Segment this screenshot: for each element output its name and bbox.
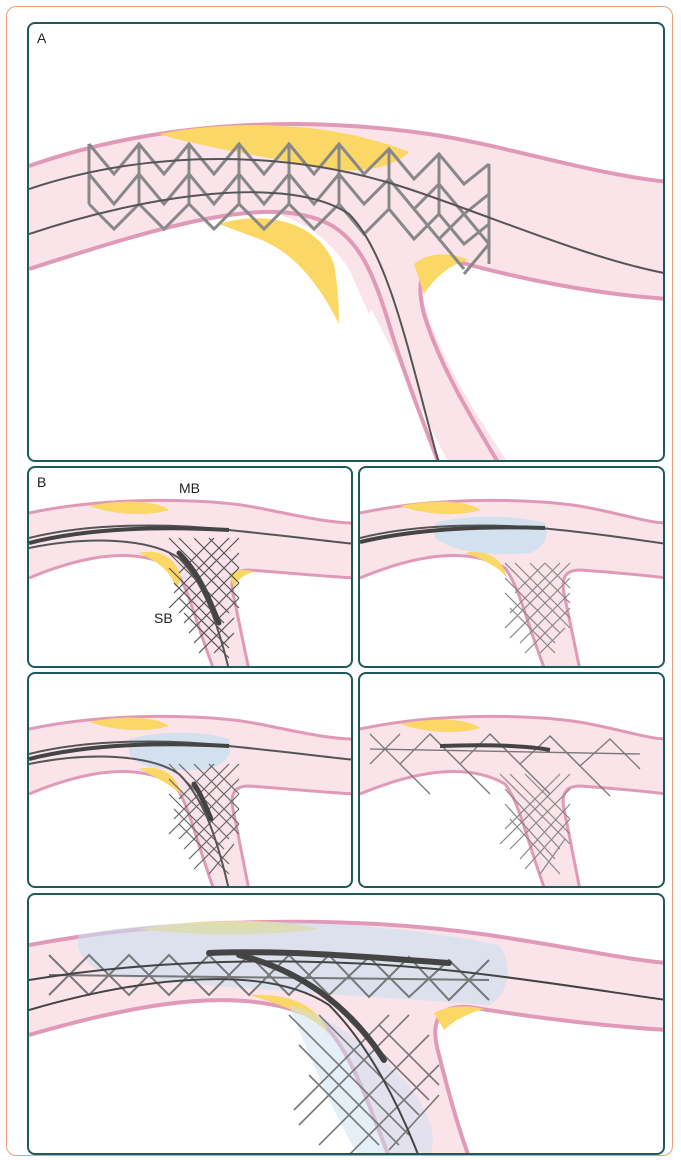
side-branch-label: SB [154,610,173,626]
panel-a-illustration [29,24,665,462]
panel-b-step-1: B MB SB [27,466,353,668]
panel-b1-illustration [29,468,353,668]
panel-b-step-5 [27,893,665,1155]
plaque-right [414,254,469,294]
main-branch-label: MB [179,480,200,496]
panel-b3-illustration [29,674,353,888]
vessel-lower-wall-right [232,570,353,668]
panel-b-step-4 [358,672,665,888]
main-branch-vessel [29,500,353,668]
panel-a-label: A [37,30,46,46]
panel-b-step-2 [358,466,665,668]
panel-b2-illustration [360,468,665,668]
panel-b4-illustration [360,674,665,888]
plaque-right [434,1006,484,1030]
panel-a: A [27,22,665,462]
panel-b-step-3 [27,672,353,888]
panel-b-label: B [37,474,46,490]
panel-b5-illustration [29,895,665,1155]
